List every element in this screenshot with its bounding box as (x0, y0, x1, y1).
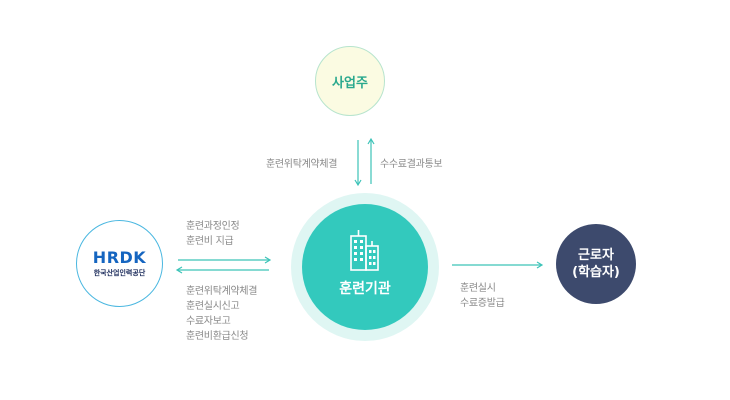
hrdk-logo: HRDK (92, 248, 147, 267)
label-fee-result-notice: 수수료결과통보 (380, 159, 443, 170)
institution-node: 훈련기관 (302, 204, 428, 330)
worker-label-line2: (학습자) (572, 265, 620, 280)
label-institution-to-hrdk-2: 훈련실시신고 (186, 301, 240, 312)
label-institution-to-worker-1: 훈련실시 (460, 283, 496, 294)
label-hrdk-to-institution-2: 훈련비 지급 (186, 236, 234, 247)
label-hrdk-to-institution-1: 훈련과정인정 (186, 221, 240, 232)
label-institution-to-hrdk-1: 훈련위탁계약체결 (186, 286, 258, 297)
institution-halo: 훈련기관 (291, 193, 439, 341)
label-institution-to-worker-2: 수료증발급 (460, 298, 505, 309)
label-institution-to-hrdk-3: 수료자보고 (186, 316, 231, 327)
label-contract-to-institution: 훈련위탁계약체결 (266, 159, 338, 170)
hrdk-org-name: 한국산업인력공단 (93, 269, 146, 277)
worker-label-line1: 근로자 (578, 248, 614, 263)
institution-label: 훈련기관 (339, 281, 391, 297)
employer-label: 사업주 (332, 75, 368, 91)
employer-node: 사업주 (315, 46, 385, 116)
hrdk-node: HRDK 한국산업인력공단 (76, 220, 163, 307)
worker-node: 근로자 (학습자) (556, 224, 636, 304)
label-institution-to-hrdk-4: 훈련비환급신청 (186, 331, 249, 342)
building-icon (350, 230, 379, 271)
